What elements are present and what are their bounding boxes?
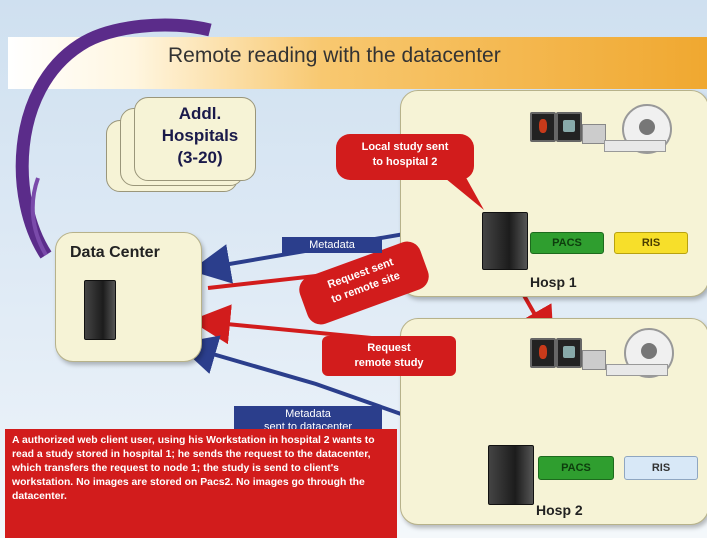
hosp2-server-icon — [488, 445, 534, 505]
hosp2-label: Hosp 2 — [536, 502, 583, 518]
data-center-panel — [55, 232, 202, 362]
hosp2-ris-box: RIS — [624, 456, 698, 480]
callout-local-study-line1: Local study sent — [361, 141, 449, 153]
callout-local-study: Local study sent to hospital 2 — [336, 134, 474, 180]
metadata-bottom-line1: Metadata — [285, 408, 331, 420]
callout-request-remote-line1: Request — [367, 342, 411, 354]
callout-request-remote-line2: remote study — [354, 357, 424, 369]
addl-line2: Hospitals — [161, 126, 239, 145]
hosp1-pacs-box: PACS — [530, 232, 604, 254]
data-center-label: Data Center — [70, 244, 160, 261]
keyboard-icon — [582, 350, 606, 370]
scanner-table-icon — [606, 364, 668, 376]
hosp2-pacs-box: PACS — [538, 456, 614, 480]
callout-local-study-line2: to hospital 2 — [372, 156, 438, 168]
addl-line3: (3-20) — [177, 148, 223, 167]
keyboard-icon — [582, 124, 606, 144]
callout-request-remote-study: Request remote study — [322, 336, 456, 376]
workstation-monitor-icon — [556, 112, 582, 142]
callout-local-study-pointer — [440, 174, 484, 210]
data-center-server-icon — [84, 280, 116, 340]
hosp1-label: Hosp 1 — [530, 274, 577, 290]
metadata-label-top: Metadata — [282, 237, 382, 253]
scanner-table-icon — [604, 140, 666, 152]
workstation-monitor-icon — [556, 338, 582, 368]
addl-hospitals-card-front — [134, 97, 256, 181]
title-banner — [8, 37, 707, 89]
workstation-monitor-icon — [530, 112, 556, 142]
addl-line1: Addl. — [178, 104, 222, 123]
description-box: A authorized web client user, using his … — [5, 429, 397, 538]
purple-sweep-arrow — [15, 18, 212, 259]
workstation-monitor-icon — [530, 338, 556, 368]
addl-hospitals-label: Addl. Hospitals (3-20) — [145, 103, 255, 169]
hosp1-server-icon — [482, 212, 528, 270]
hosp1-ris-box: RIS — [614, 232, 688, 254]
diagram-title: Remote reading with the datacenter — [168, 44, 501, 67]
